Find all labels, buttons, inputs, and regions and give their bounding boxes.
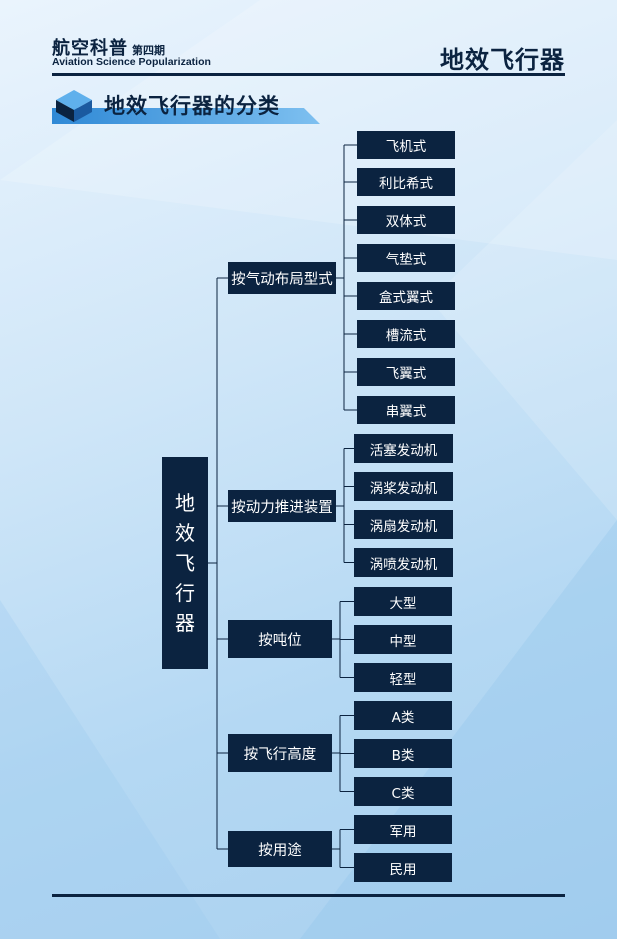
issue-label: 第四期 xyxy=(132,44,165,57)
category-node: 按吨位 xyxy=(228,620,332,658)
category-node: 按动力推进装置 xyxy=(228,490,336,522)
root-char: 飞 xyxy=(175,551,195,575)
category-node: 按气动布局型式 xyxy=(228,262,336,294)
leaf-node: A类 xyxy=(354,701,452,730)
category-node: 按用途 xyxy=(228,831,332,867)
leaf-node: 槽流式 xyxy=(357,320,455,348)
section-title-bar xyxy=(52,108,320,124)
leaf-node: C类 xyxy=(354,777,452,806)
leaf-node: 飞机式 xyxy=(357,131,455,159)
leaf-node: 串翼式 xyxy=(357,396,455,424)
section-title: 地效飞行器的分类 xyxy=(104,94,280,118)
leaf-node: 飞翼式 xyxy=(357,358,455,386)
root-char: 地 xyxy=(175,491,195,515)
leaf-node: 双体式 xyxy=(357,206,455,234)
leaf-node: 中型 xyxy=(354,625,452,654)
leaf-node: 盒式翼式 xyxy=(357,282,455,310)
magazine-name-en: Aviation Science Popularization xyxy=(52,56,211,68)
magazine-name: 航空科普第四期 xyxy=(52,38,165,59)
leaf-node: 气垫式 xyxy=(357,244,455,272)
root-char: 器 xyxy=(175,611,195,635)
cube-icon xyxy=(56,90,92,122)
tree-root: 地 效 飞 行 器 xyxy=(162,457,208,669)
leaf-node: 活塞发动机 xyxy=(354,434,453,463)
footer-divider xyxy=(52,894,565,897)
leaf-node: 涡喷发动机 xyxy=(354,548,453,577)
leaf-node: 军用 xyxy=(354,815,452,844)
leaf-node: 利比希式 xyxy=(357,168,455,196)
header-divider xyxy=(52,73,565,76)
leaf-node: 大型 xyxy=(354,587,452,616)
leaf-node: 民用 xyxy=(354,853,452,882)
topic-title: 地效飞行器 xyxy=(440,46,565,74)
leaf-node: B类 xyxy=(354,739,452,768)
leaf-node: 涡桨发动机 xyxy=(354,472,453,501)
root-char: 行 xyxy=(175,581,195,605)
leaf-node: 涡扇发动机 xyxy=(354,510,453,539)
root-char: 效 xyxy=(175,521,195,545)
leaf-node: 轻型 xyxy=(354,663,452,692)
category-node: 按飞行高度 xyxy=(228,734,332,772)
